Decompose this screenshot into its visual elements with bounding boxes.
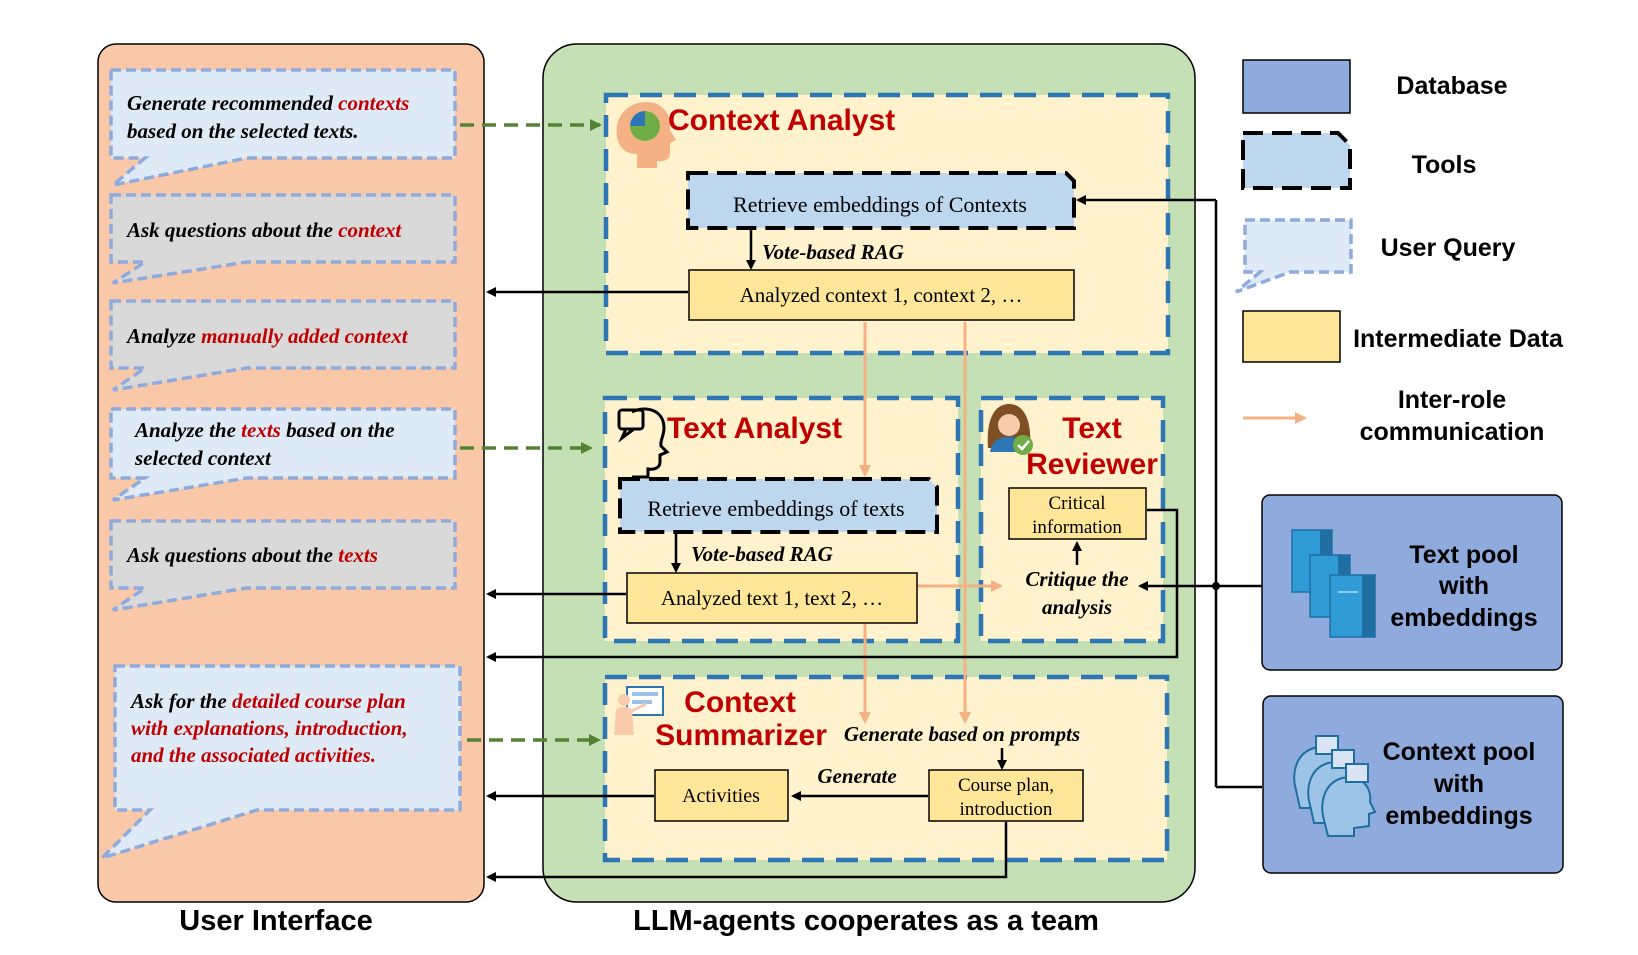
legend-database-label: Database: [1396, 72, 1507, 100]
legend-inter-role-line2: communication: [1360, 418, 1545, 446]
query-bubble-2[interactable]: Ask questions about the context: [109, 193, 457, 285]
query-6-text: Ask for the: [129, 689, 232, 713]
legend-query-label: User Query: [1381, 234, 1516, 262]
context-pool-line3: embeddings: [1385, 802, 1532, 830]
text-reviewer-agent: Text Reviewer Critical information Criti…: [978, 395, 1166, 644]
book-stack-icon: [1291, 529, 1376, 638]
svg-text:Generate recommended contexts: Generate recommended contexts: [127, 91, 409, 115]
text-analyst-agent: Text Analyst Retrieve embeddings of text…: [602, 395, 961, 644]
query-6-line3: and the associated activities.: [131, 743, 376, 767]
query-bubble-3[interactable]: Analyze manually added context: [109, 299, 457, 392]
context-pool-database: Context pool with embeddings: [1262, 695, 1564, 874]
query-4-line2: selected context: [134, 446, 272, 470]
critique-line2: analysis: [1042, 595, 1112, 619]
caption-team: LLM-agents cooperates as a team: [633, 905, 1099, 937]
query-4-text-tail: based on the: [281, 418, 395, 442]
text-output-label: Analyzed text 1, text 2, …: [661, 586, 883, 610]
reviewer-title-1: Text: [1062, 412, 1121, 445]
query-3-text: Analyze: [125, 324, 201, 348]
query-2-highlight: context: [338, 218, 402, 242]
generate-label: Generate: [817, 764, 896, 788]
text-pool-line2: with: [1438, 572, 1489, 600]
text-pool-line3: embeddings: [1390, 604, 1537, 632]
query-4-text: Analyze the: [133, 418, 241, 442]
text-analyst-title: Text Analyst: [667, 412, 842, 445]
text-pool-line1: Text pool: [1409, 541, 1518, 569]
query-5-text: Ask questions about the: [125, 543, 338, 567]
course-plan-line2: introduction: [960, 799, 1053, 820]
critical-info-line1: Critical: [1049, 493, 1106, 514]
presenter-icon: [614, 686, 664, 735]
caption-user-interface: User Interface: [179, 905, 372, 937]
return-arrows: [486, 287, 1179, 882]
context-tool-label: Retrieve embeddings of Contexts: [733, 192, 1027, 217]
query-3-highlight: manually added context: [201, 324, 409, 348]
svg-text:Ask for the detailed course pl: Ask for the detailed course plan: [129, 689, 406, 713]
legend-intermediate-swatch: [1242, 310, 1341, 363]
critical-info-line2: information: [1032, 517, 1122, 538]
summarizer-prompt-label: Generate based on prompts: [844, 722, 1080, 746]
critique-line1: Critique the: [1025, 567, 1128, 591]
legend-inter-role-line1: Inter-role: [1398, 386, 1506, 414]
context-pool-line2: with: [1433, 770, 1484, 798]
query-bubble-6[interactable]: Ask for the detailed course plan with ex…: [100, 664, 462, 860]
junction-dot: [1212, 582, 1220, 590]
head-stack-icon: [1293, 735, 1377, 837]
svg-text:Ask questions about the texts: Ask questions about the texts: [125, 543, 378, 567]
context-analyst-title: Context Analyst: [668, 104, 895, 137]
inter-role-arrows: [859, 322, 1003, 724]
query-1-line2: based on the selected texts.: [127, 119, 359, 143]
context-rag-label: Vote-based RAG: [762, 240, 904, 264]
context-output-label: Analyzed context 1, context 2, …: [740, 283, 1023, 307]
query-6-highlight: detailed course plan: [232, 689, 406, 713]
svg-text:Ask questions about the contex: Ask questions about the context: [125, 218, 402, 242]
query-2-text: Ask questions about the: [125, 218, 338, 242]
query-1-highlight: contexts: [338, 91, 409, 115]
pool-connections: [1076, 195, 1262, 789]
query-arrows: [460, 119, 602, 746]
legend-database-swatch: [1242, 59, 1351, 114]
svg-text:Analyze the texts based on the: Analyze the texts based on the: [133, 418, 395, 442]
context-summarizer-agent: Context Summarizer Generate based on pro…: [602, 674, 1170, 863]
query-6-line2: with explanations, introduction,: [131, 716, 408, 740]
summarizer-title-1: Context: [684, 686, 796, 719]
summarizer-title-2: Summarizer: [655, 719, 827, 752]
course-plan-line1: Course plan,: [958, 775, 1054, 796]
query-bubble-1[interactable]: Generate recommended contexts based on t…: [109, 68, 457, 187]
head-chart-icon: [616, 102, 676, 168]
reviewer-avatar-icon: [987, 404, 1033, 455]
head-speech-icon: [617, 407, 670, 479]
context-analyst-agent: Context Analyst Retrieve embeddings of C…: [603, 92, 1171, 356]
legend-tools-label: Tools: [1412, 151, 1477, 179]
activities-label: Activities: [682, 785, 760, 807]
legend: Database Tools User Query Intermediate D…: [1234, 59, 1564, 446]
text-tool-label: Retrieve embeddings of texts: [647, 496, 904, 521]
legend-query-swatch: [1234, 218, 1353, 294]
text-rag-label: Vote-based RAG: [691, 542, 833, 566]
query-1-text: Generate recommended: [127, 91, 338, 115]
legend-intermediate-label: Intermediate Data: [1353, 325, 1564, 353]
svg-text:Analyze manually added context: Analyze manually added context: [125, 324, 409, 348]
reviewer-title-2: Reviewer: [1026, 448, 1158, 481]
query-bubble-4[interactable]: Analyze the texts based on the selected …: [109, 407, 457, 502]
query-5-highlight: texts: [338, 543, 378, 567]
legend-tools-swatch: [1241, 131, 1352, 190]
query-bubble-5[interactable]: Ask questions about the texts: [109, 519, 457, 612]
text-pool-database: Text pool with embeddings: [1261, 494, 1563, 671]
query-4-highlight: texts: [241, 418, 281, 442]
context-pool-line1: Context pool: [1383, 738, 1536, 766]
